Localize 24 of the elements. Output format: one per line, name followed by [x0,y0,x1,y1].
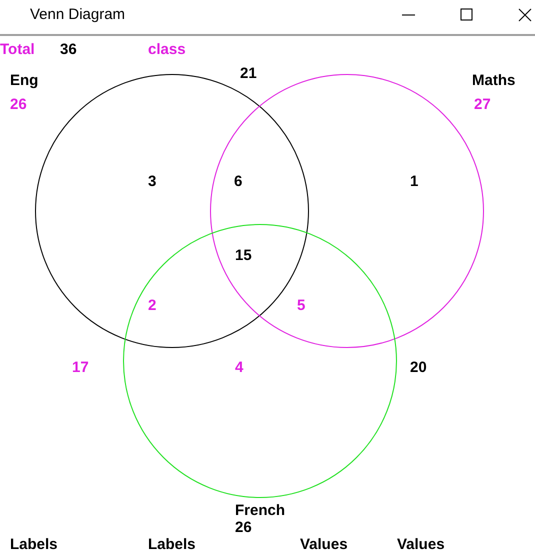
set-name: French [235,502,286,519]
region-count: 4 [235,359,244,376]
window-title: Venn Diagram [30,6,126,23]
total-value: 36 [60,41,77,58]
region-count: 15 [235,247,252,264]
region-count: 17 [72,359,89,376]
region-count: 2 [148,297,156,314]
set-name: Maths [472,72,516,89]
region-count: 20 [410,359,427,376]
column-header: Values [300,536,348,553]
region-count: 6 [234,173,242,190]
column-header: Labels [148,536,196,553]
column-header: Labels [10,536,58,553]
set-total: 27 [474,96,491,113]
region-count: 21 [240,65,257,82]
column-header: Values [397,536,445,553]
set-total: 26 [235,519,252,536]
class-label: class [148,41,186,58]
region-count: 3 [148,173,156,190]
region-count: 1 [410,173,418,190]
set-name: Eng [10,72,38,89]
region-count: 5 [297,297,306,314]
set-total: 26 [10,96,27,113]
total-label: Total [0,41,35,58]
